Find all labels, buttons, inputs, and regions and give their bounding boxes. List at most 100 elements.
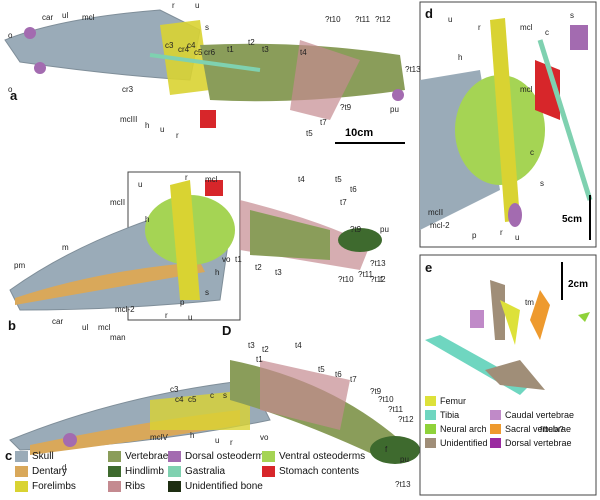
scale-label-e: 2cm bbox=[568, 279, 588, 290]
legend-swatch bbox=[262, 451, 275, 462]
legend-swatch bbox=[425, 396, 436, 406]
anatomical-label: ?t9 bbox=[340, 103, 352, 112]
scale-label-a: 10cm bbox=[345, 127, 373, 139]
anatomical-label: c bbox=[545, 28, 549, 37]
legend-label: Caudal vertebrae bbox=[505, 410, 575, 420]
anatomical-label: cr6 bbox=[204, 48, 216, 57]
scale-label-d: 5cm bbox=[562, 214, 582, 225]
anatomical-label: ?t10 bbox=[338, 275, 354, 284]
legend-swatch bbox=[425, 438, 436, 448]
anatomical-label: o bbox=[8, 31, 13, 40]
anatomical-label: s bbox=[540, 179, 544, 188]
legend-e-item: Unidentified bbox=[425, 438, 488, 448]
anatomical-label: mclV bbox=[150, 433, 168, 442]
legend-swatch bbox=[425, 424, 436, 434]
legend-e-item: Femur bbox=[425, 396, 466, 406]
legend-label: Stomach contents bbox=[279, 466, 360, 477]
anatomical-label: t7 bbox=[320, 118, 327, 127]
anatomical-label: ?t12 bbox=[398, 415, 414, 424]
anatomical-label: ?t12 bbox=[370, 275, 386, 284]
anatomical-label: mcII bbox=[428, 208, 443, 217]
anatomical-label: u bbox=[195, 1, 199, 10]
legend-e-item: Caudal vertebrae bbox=[490, 410, 574, 420]
anatomical-label: car bbox=[42, 13, 53, 22]
legend-label: Neural arch bbox=[440, 424, 487, 434]
anatomical-label: vo bbox=[260, 433, 269, 442]
anatomical-label: r bbox=[478, 23, 481, 32]
anatomical-label: t7 bbox=[350, 375, 357, 384]
legend-item: Skull bbox=[15, 451, 54, 462]
anatomical-label: t3 bbox=[275, 268, 282, 277]
legend-swatch bbox=[490, 424, 501, 434]
anatomical-label: mcl bbox=[205, 175, 218, 184]
anatomical-label: u bbox=[515, 233, 519, 242]
legend-label: Ventral osteoderms bbox=[279, 451, 366, 462]
anatomical-label: t5 bbox=[318, 365, 325, 374]
legend-item: Ribs bbox=[108, 481, 145, 492]
anatomical-label: c3 bbox=[165, 41, 174, 50]
anatomical-label: t6 bbox=[350, 185, 357, 194]
anatomical-label: t5 bbox=[335, 175, 342, 184]
anatomical-label: mcII bbox=[110, 198, 125, 207]
legend-label: Dentary bbox=[32, 466, 68, 477]
anatomical-label: t6 bbox=[335, 370, 342, 379]
anatomical-label: man bbox=[110, 333, 126, 342]
anatomical-label: tm bbox=[525, 298, 534, 307]
legend-item: Dentary bbox=[15, 466, 67, 477]
anatomical-label: mcIII bbox=[120, 115, 137, 124]
anatomical-label: ul bbox=[62, 11, 68, 20]
anatomical-label: ?t11 bbox=[355, 15, 371, 24]
anatomical-label: fibula? bbox=[540, 425, 564, 434]
legend-label: Skull bbox=[32, 451, 54, 462]
panel-label-e: e bbox=[425, 260, 432, 275]
anatomical-label: c5 bbox=[194, 48, 203, 57]
anatomical-label: c bbox=[210, 391, 214, 400]
anatomical-label: cr4 bbox=[178, 45, 190, 54]
anatomical-label: h bbox=[458, 53, 462, 62]
legend-item: Forelimbs bbox=[15, 481, 76, 492]
anatomical-label: pu bbox=[400, 455, 409, 464]
legend-swatch bbox=[108, 466, 121, 477]
anatomical-label: c4 bbox=[187, 41, 196, 50]
legend-swatch bbox=[168, 481, 181, 492]
anatomical-label: c5 bbox=[188, 395, 197, 404]
anatomical-label: m bbox=[62, 243, 69, 252]
anatomical-label: t2 bbox=[255, 263, 262, 272]
anatomical-label: ?t11 bbox=[358, 270, 374, 279]
anatomical-label: u bbox=[448, 15, 452, 24]
legend-e-item: Tibia bbox=[425, 410, 459, 420]
anatomical-label: ?t11 bbox=[388, 405, 404, 414]
anatomical-label: ?t12 bbox=[375, 15, 391, 24]
legend-swatch bbox=[108, 481, 121, 492]
legend-item: Ventral osteoderms bbox=[262, 451, 365, 462]
legend-item: Unidentified bone bbox=[168, 481, 263, 492]
panel-e-specimen bbox=[425, 280, 590, 395]
anatomical-label: car bbox=[52, 317, 63, 326]
anatomical-label: ?t9 bbox=[370, 387, 382, 396]
legend-swatch bbox=[168, 466, 181, 477]
anatomical-label: ?t13 bbox=[405, 65, 421, 74]
anatomical-label: r bbox=[185, 173, 188, 182]
anatomical-label: u bbox=[160, 125, 164, 134]
legend-e-item: Sacral vertebrae bbox=[490, 424, 571, 434]
legend-swatch bbox=[108, 451, 121, 462]
legend-label: Sacral vertebrae bbox=[505, 424, 572, 434]
anatomical-label: h bbox=[190, 431, 194, 440]
anatomical-label: mcl bbox=[98, 323, 111, 332]
anatomical-label: t4 bbox=[300, 48, 307, 57]
legend-item: Vertebrae bbox=[108, 451, 168, 462]
anatomical-label: s bbox=[570, 11, 574, 20]
anatomical-label: s bbox=[205, 23, 209, 32]
anatomical-label: p bbox=[180, 298, 185, 307]
anatomical-label: t7 bbox=[340, 198, 347, 207]
legend-swatch bbox=[262, 466, 275, 477]
anatomical-label: t1 bbox=[235, 255, 242, 264]
legend-label: Tibia bbox=[440, 410, 460, 420]
anatomical-label: u bbox=[138, 180, 142, 189]
anatomical-label: s bbox=[223, 391, 227, 400]
anatomical-label: ?t13 bbox=[395, 480, 411, 489]
anatomical-label: d bbox=[62, 463, 66, 472]
anatomical-label: t3 bbox=[262, 45, 269, 54]
anatomical-label: pu bbox=[390, 105, 399, 114]
